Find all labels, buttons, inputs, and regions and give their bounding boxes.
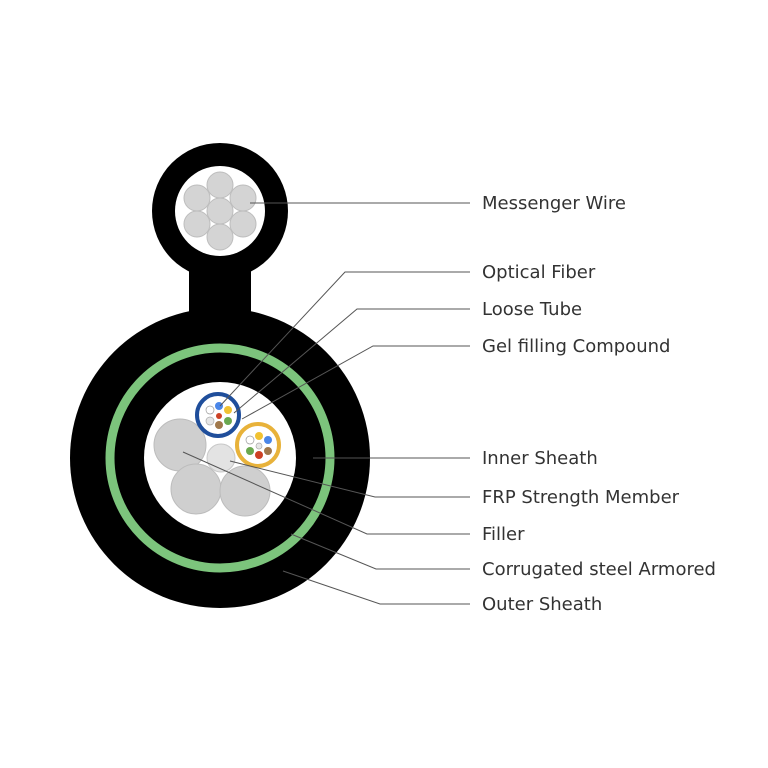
messenger-strand bbox=[206, 197, 234, 225]
label-gel-filling-compound: Gel filling Compound bbox=[482, 336, 670, 357]
fiber bbox=[246, 447, 254, 455]
frp-strength-member-shape bbox=[206, 443, 236, 473]
messenger-strand bbox=[206, 171, 234, 199]
leader-filler bbox=[182, 451, 470, 535]
fiber bbox=[205, 405, 215, 415]
fiber bbox=[264, 436, 272, 444]
label-frp-strength-member: FRP Strength Member bbox=[482, 487, 680, 508]
fiber bbox=[255, 442, 263, 450]
main-cable-body bbox=[70, 308, 370, 608]
leader-gel-filling bbox=[241, 345, 470, 420]
leader-outer-sheath bbox=[282, 570, 470, 605]
fiber bbox=[224, 417, 232, 425]
filler-rod bbox=[153, 418, 207, 472]
fiber bbox=[264, 447, 272, 455]
fiber bbox=[205, 416, 215, 426]
fiber bbox=[216, 413, 222, 419]
leader-frp-strength-member bbox=[229, 460, 470, 498]
loose-tube-yellow bbox=[235, 422, 281, 468]
label-optical-fiber: Optical Fiber bbox=[482, 262, 596, 283]
messenger-strand bbox=[229, 210, 257, 238]
leader-loose-tube bbox=[233, 308, 470, 414]
fiber bbox=[215, 402, 223, 410]
label-filler: Filler bbox=[482, 524, 525, 545]
filler-rods bbox=[153, 418, 271, 517]
messenger-strand bbox=[229, 184, 257, 212]
filler-rod bbox=[219, 465, 271, 517]
labels: Messenger Wire Optical Fiber Loose Tube … bbox=[482, 193, 716, 615]
fiber bbox=[215, 421, 223, 429]
filler-rod bbox=[170, 463, 222, 515]
fiber bbox=[245, 435, 255, 445]
label-inner-sheath: Inner Sheath bbox=[482, 448, 598, 469]
messenger-strand bbox=[206, 223, 234, 251]
messenger-strand bbox=[183, 210, 211, 238]
fiber bbox=[224, 406, 232, 414]
messenger-wire-assembly bbox=[152, 143, 288, 338]
label-messenger-wire: Messenger Wire bbox=[482, 193, 626, 214]
fiber bbox=[255, 432, 263, 440]
messenger-strand bbox=[183, 184, 211, 212]
label-outer-sheath: Outer Sheath bbox=[482, 594, 602, 615]
leader-optical-fiber bbox=[219, 271, 470, 407]
messenger-strands bbox=[183, 171, 257, 251]
leader-lines bbox=[182, 202, 470, 605]
fiber bbox=[255, 451, 263, 459]
label-corrugated-steel-armored: Corrugated steel Armored bbox=[482, 559, 716, 580]
loose-tube-blue bbox=[195, 392, 241, 438]
leader-corrugated-steel bbox=[290, 533, 470, 570]
label-loose-tube: Loose Tube bbox=[482, 299, 582, 320]
